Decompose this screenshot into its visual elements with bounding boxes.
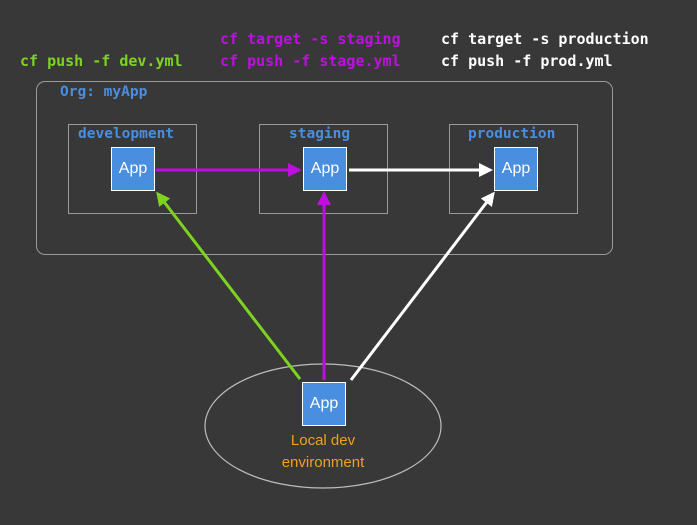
development-app: App	[111, 147, 155, 191]
production-app: App	[494, 147, 538, 191]
org-label: Org: myApp	[60, 84, 148, 100]
space-production-label: production	[468, 126, 556, 142]
space-staging-label: staging	[289, 126, 351, 142]
local-label-line1: Local dev	[290, 432, 356, 449]
staging-app: App	[303, 147, 347, 191]
production-push-command: cf push -f prod.yml	[441, 52, 613, 70]
dev-push-command: cf push -f dev.yml	[20, 52, 183, 70]
staging-push-command: cf push -f stage.yml	[220, 52, 401, 70]
local-label-line2: environment	[281, 454, 365, 471]
local-app: App	[302, 382, 346, 426]
space-development-label: development	[78, 126, 175, 142]
staging-target-command: cf target -s staging	[220, 30, 401, 48]
push-local-to-production-arrow	[349, 191, 495, 381]
push-local-to-development-arrow	[156, 191, 302, 380]
production-target-command: cf target -s production	[441, 30, 649, 48]
local-environment-label: Local dev environment	[258, 430, 388, 474]
